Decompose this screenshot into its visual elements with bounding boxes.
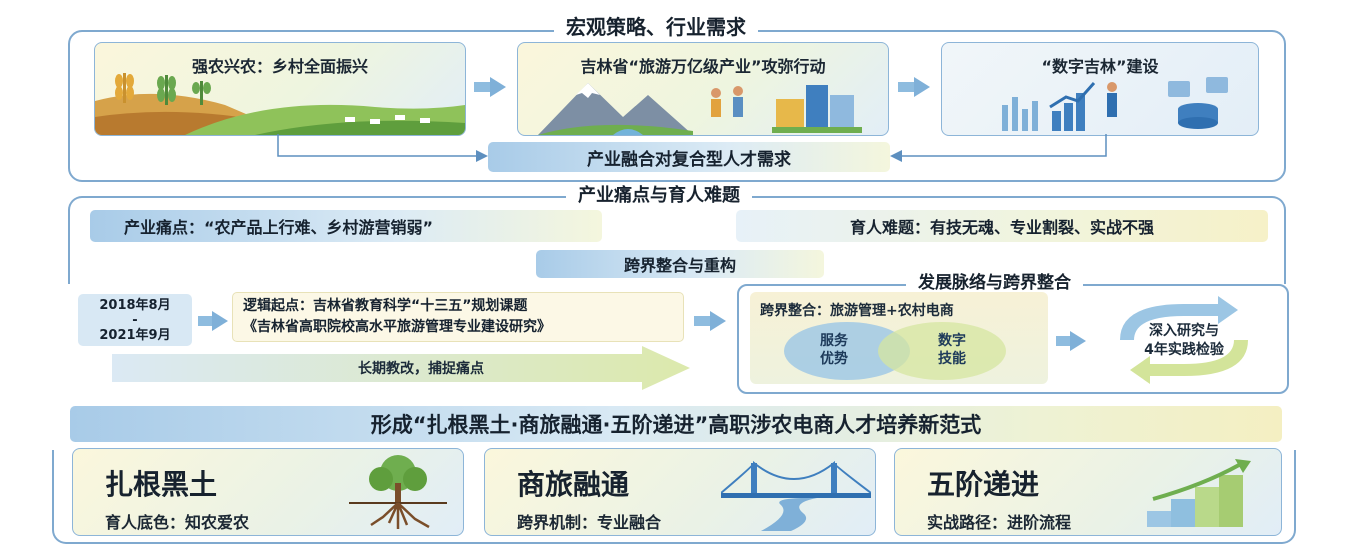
panel-rural-revitalization: 强农兴农：乡村全面振兴 — [94, 42, 466, 136]
digital-skill-circle — [878, 322, 1006, 380]
farmland-illustration — [95, 73, 465, 135]
card-five-stage-progression: 五阶递进 实战路径：进阶流程 — [894, 448, 1282, 536]
service-advantage-text: 服务 优势 — [820, 333, 848, 367]
city-buildings-icon — [772, 85, 862, 133]
flow-arrow-head — [710, 311, 726, 331]
bridge-icon — [721, 460, 871, 531]
flow-arrow-head — [490, 77, 506, 97]
digital-analytics-illustration — [1002, 77, 1228, 131]
panel-tourism-industry: 吉林省“旅游万亿级产业”攻弥行动 — [517, 42, 889, 136]
panel-digital-label: “数字吉林”建设 — [1041, 57, 1159, 76]
section1-title: 宏观策略、行业需求 — [554, 14, 758, 40]
digital-skill-text: 数字 技能 — [938, 333, 966, 367]
wheat-icon — [115, 73, 134, 103]
industry-pain-point-bar: 产业痛点：“农产品上行难、乡村游营销弱” — [90, 210, 602, 242]
tree-icon — [349, 455, 447, 529]
paradigm-banner: 形成“扎根黑土·商旅融通·五阶递进”高职涉农电商人才培养新范式 — [70, 406, 1282, 442]
database-icon — [1168, 77, 1228, 129]
flow-arrow — [694, 316, 710, 326]
panel-tourism-label: 吉林省“旅游万亿级产业”攻弥行动 — [580, 57, 826, 76]
flow-arrow — [898, 82, 914, 92]
cycle-text: 深入研究与 4年实践检验 — [1144, 323, 1224, 358]
panel-rural-label: 强农兴农：乡村全面振兴 — [191, 57, 368, 76]
development-title: 发展脉络与跨界整合 — [906, 270, 1083, 296]
education-problem-bar: 育人难题：有技无魂、专业割裂、实战不强 — [736, 210, 1268, 242]
flow-arrow — [474, 82, 490, 92]
talent-demand-bar: 产业融合对复合型人才需求 — [488, 142, 890, 172]
reform-label: 长期教改，捕捉痛点 — [358, 361, 484, 377]
start-date: 2018年8月 — [99, 297, 171, 313]
section2-title: 产业痛点与育人难题 — [566, 183, 752, 209]
restructure-bar: 跨界整合与重构 — [536, 250, 824, 278]
card-subtitle: 实战路径：进阶流程 — [927, 513, 1072, 532]
stairs-icon — [1147, 459, 1251, 527]
date-dash: - — [132, 312, 138, 328]
integration-label: 跨界整合：旅游管理+农村电商 — [760, 303, 954, 319]
reform-arrow — [112, 346, 690, 390]
flow-arrow — [1056, 336, 1070, 346]
flow-arrow — [198, 316, 212, 326]
panel-digital-jilin: “数字吉林”建设 — [941, 42, 1259, 136]
tourists-icon — [711, 86, 743, 117]
logic-line2: 《吉林省高职院校高水平旅游管理专业建设研究》 — [243, 319, 551, 335]
card-subtitle: 育人底色：知农爱农 — [105, 513, 250, 532]
flow-arrow-head — [1070, 331, 1086, 351]
flow-arrow-head — [914, 77, 930, 97]
flow-arrow-head — [212, 311, 228, 331]
date-range-box: 2018年8月 - 2021年9月 — [78, 294, 192, 346]
logic-start-box: 逻辑起点：吉林省教育科学“十三五”规划课题 《吉林省高职院校高水平旅游管理专业建… — [232, 292, 684, 342]
growth-chart-icon — [1049, 82, 1117, 131]
card-title: 商旅融通 — [517, 468, 630, 501]
integration-box: 跨界整合：旅游管理+农村电商 服务 优势 数字 技能 — [750, 292, 1048, 384]
card-title: 五阶递进 — [927, 468, 1040, 501]
card-rooted-black-soil: 扎根黑土 育人底色：知农爱农 — [72, 448, 464, 536]
cycle-arrows-icon — [1120, 296, 1248, 384]
mountain-tourism-illustration — [538, 83, 862, 135]
card-business-tourism-integration: 商旅融通 跨界机制：专业融合 — [484, 448, 876, 536]
end-date: 2021年9月 — [99, 327, 171, 343]
card-subtitle: 跨界机制：专业融合 — [517, 513, 662, 532]
logic-line1: 逻辑起点：吉林省教育科学“十三五”规划课题 — [243, 298, 528, 314]
card-title: 扎根黑土 — [105, 468, 218, 501]
